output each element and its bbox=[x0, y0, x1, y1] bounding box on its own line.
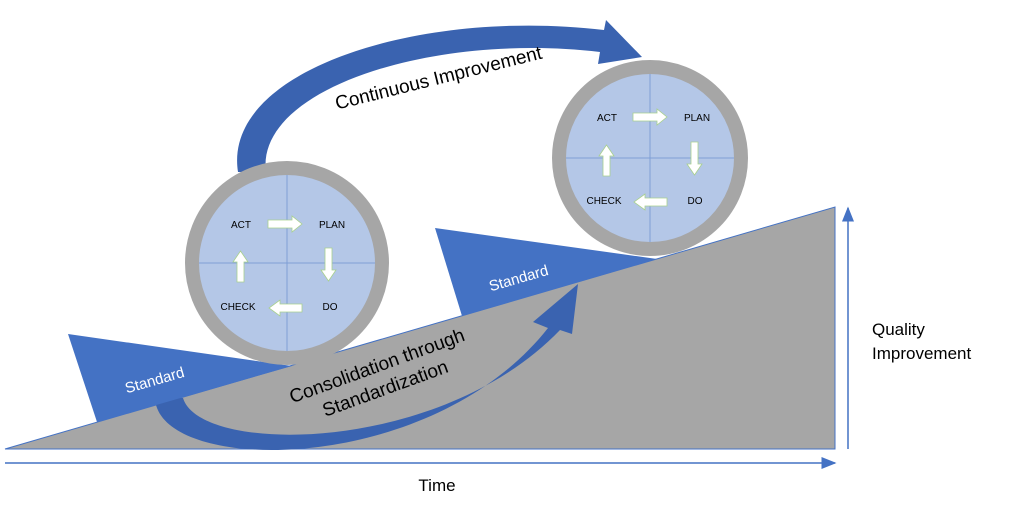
standard-wedge-right bbox=[435, 228, 657, 316]
quality-ramp bbox=[4, 206, 836, 450]
pdca-do: DO bbox=[688, 196, 703, 207]
pdca-act: ACT bbox=[597, 113, 617, 124]
pdca-check: CHECK bbox=[220, 302, 255, 313]
pdca-circle-right: ACT PLAN DO CHECK bbox=[552, 60, 748, 256]
pdca-check: CHECK bbox=[586, 196, 621, 207]
pdca-plan: PLAN bbox=[684, 113, 710, 124]
arrow-right-icon bbox=[632, 108, 668, 126]
arrow-down-icon bbox=[320, 247, 337, 282]
consolidation-arrow bbox=[155, 284, 578, 451]
standard-wedge-left bbox=[68, 334, 292, 422]
arrow-up-icon bbox=[232, 250, 249, 283]
arrow-down-icon bbox=[686, 141, 703, 176]
continuous-improvement-arrow bbox=[237, 20, 642, 172]
arrow-left-icon bbox=[268, 299, 303, 317]
quality-label-1: Quality bbox=[872, 320, 925, 339]
pdca-act: ACT bbox=[231, 220, 251, 231]
pdca-circle-left: ACT PLAN DO CHECK bbox=[185, 161, 389, 365]
time-label: Time bbox=[418, 476, 455, 495]
pdca-do: DO bbox=[323, 302, 338, 313]
pdca-plan: PLAN bbox=[319, 220, 345, 231]
arrow-right-icon bbox=[267, 215, 303, 233]
quality-label-2: Improvement bbox=[872, 344, 971, 363]
arrow-up-icon bbox=[598, 144, 615, 177]
arrow-left-icon bbox=[633, 193, 668, 211]
